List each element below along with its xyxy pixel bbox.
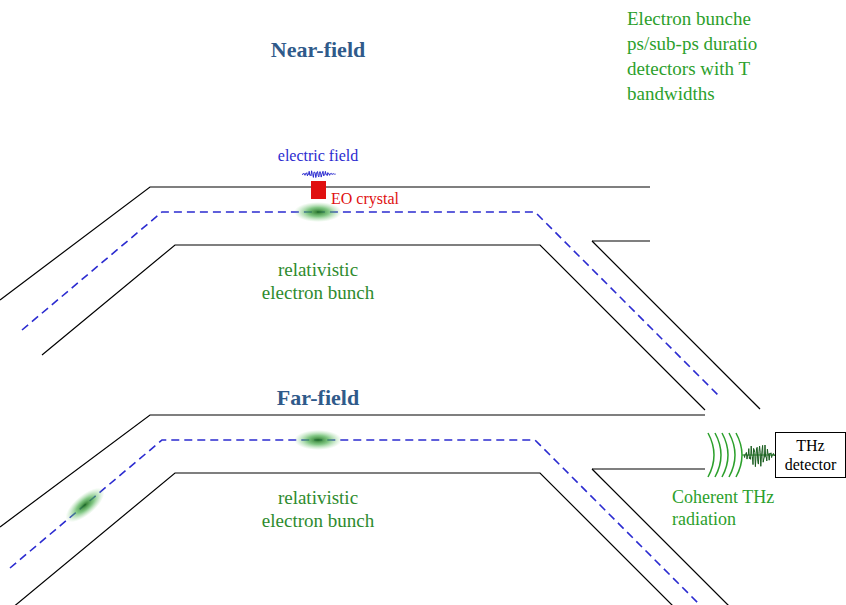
beam-pipe [0, 415, 740, 605]
section-heading: Near-field [238, 37, 398, 64]
box-text: THz detector [776, 436, 845, 474]
detector-box: THz detector [775, 432, 846, 478]
eo-crystal [311, 181, 326, 199]
signal-waveform [744, 445, 776, 467]
radiation-label: Coherent THz radiation [672, 487, 786, 531]
section-heading: Far-field [238, 385, 398, 412]
part-label: EO crystal [331, 189, 441, 209]
thz-wavefronts [708, 433, 742, 477]
beam-trajectory [22, 212, 720, 397]
electron-bunch [60, 202, 342, 528]
waveform-group [302, 171, 776, 467]
beam-trajectory [10, 440, 710, 605]
beam-pipe [0, 187, 760, 410]
signal-label: electric field [253, 146, 383, 166]
bunch-label: relativistic electron bunch [251, 258, 386, 304]
note-text: Electron bunche ps/sub-ps duratio detect… [627, 6, 789, 106]
bunch-label: relativistic electron bunch [251, 486, 386, 532]
signal-waveform [302, 171, 336, 178]
